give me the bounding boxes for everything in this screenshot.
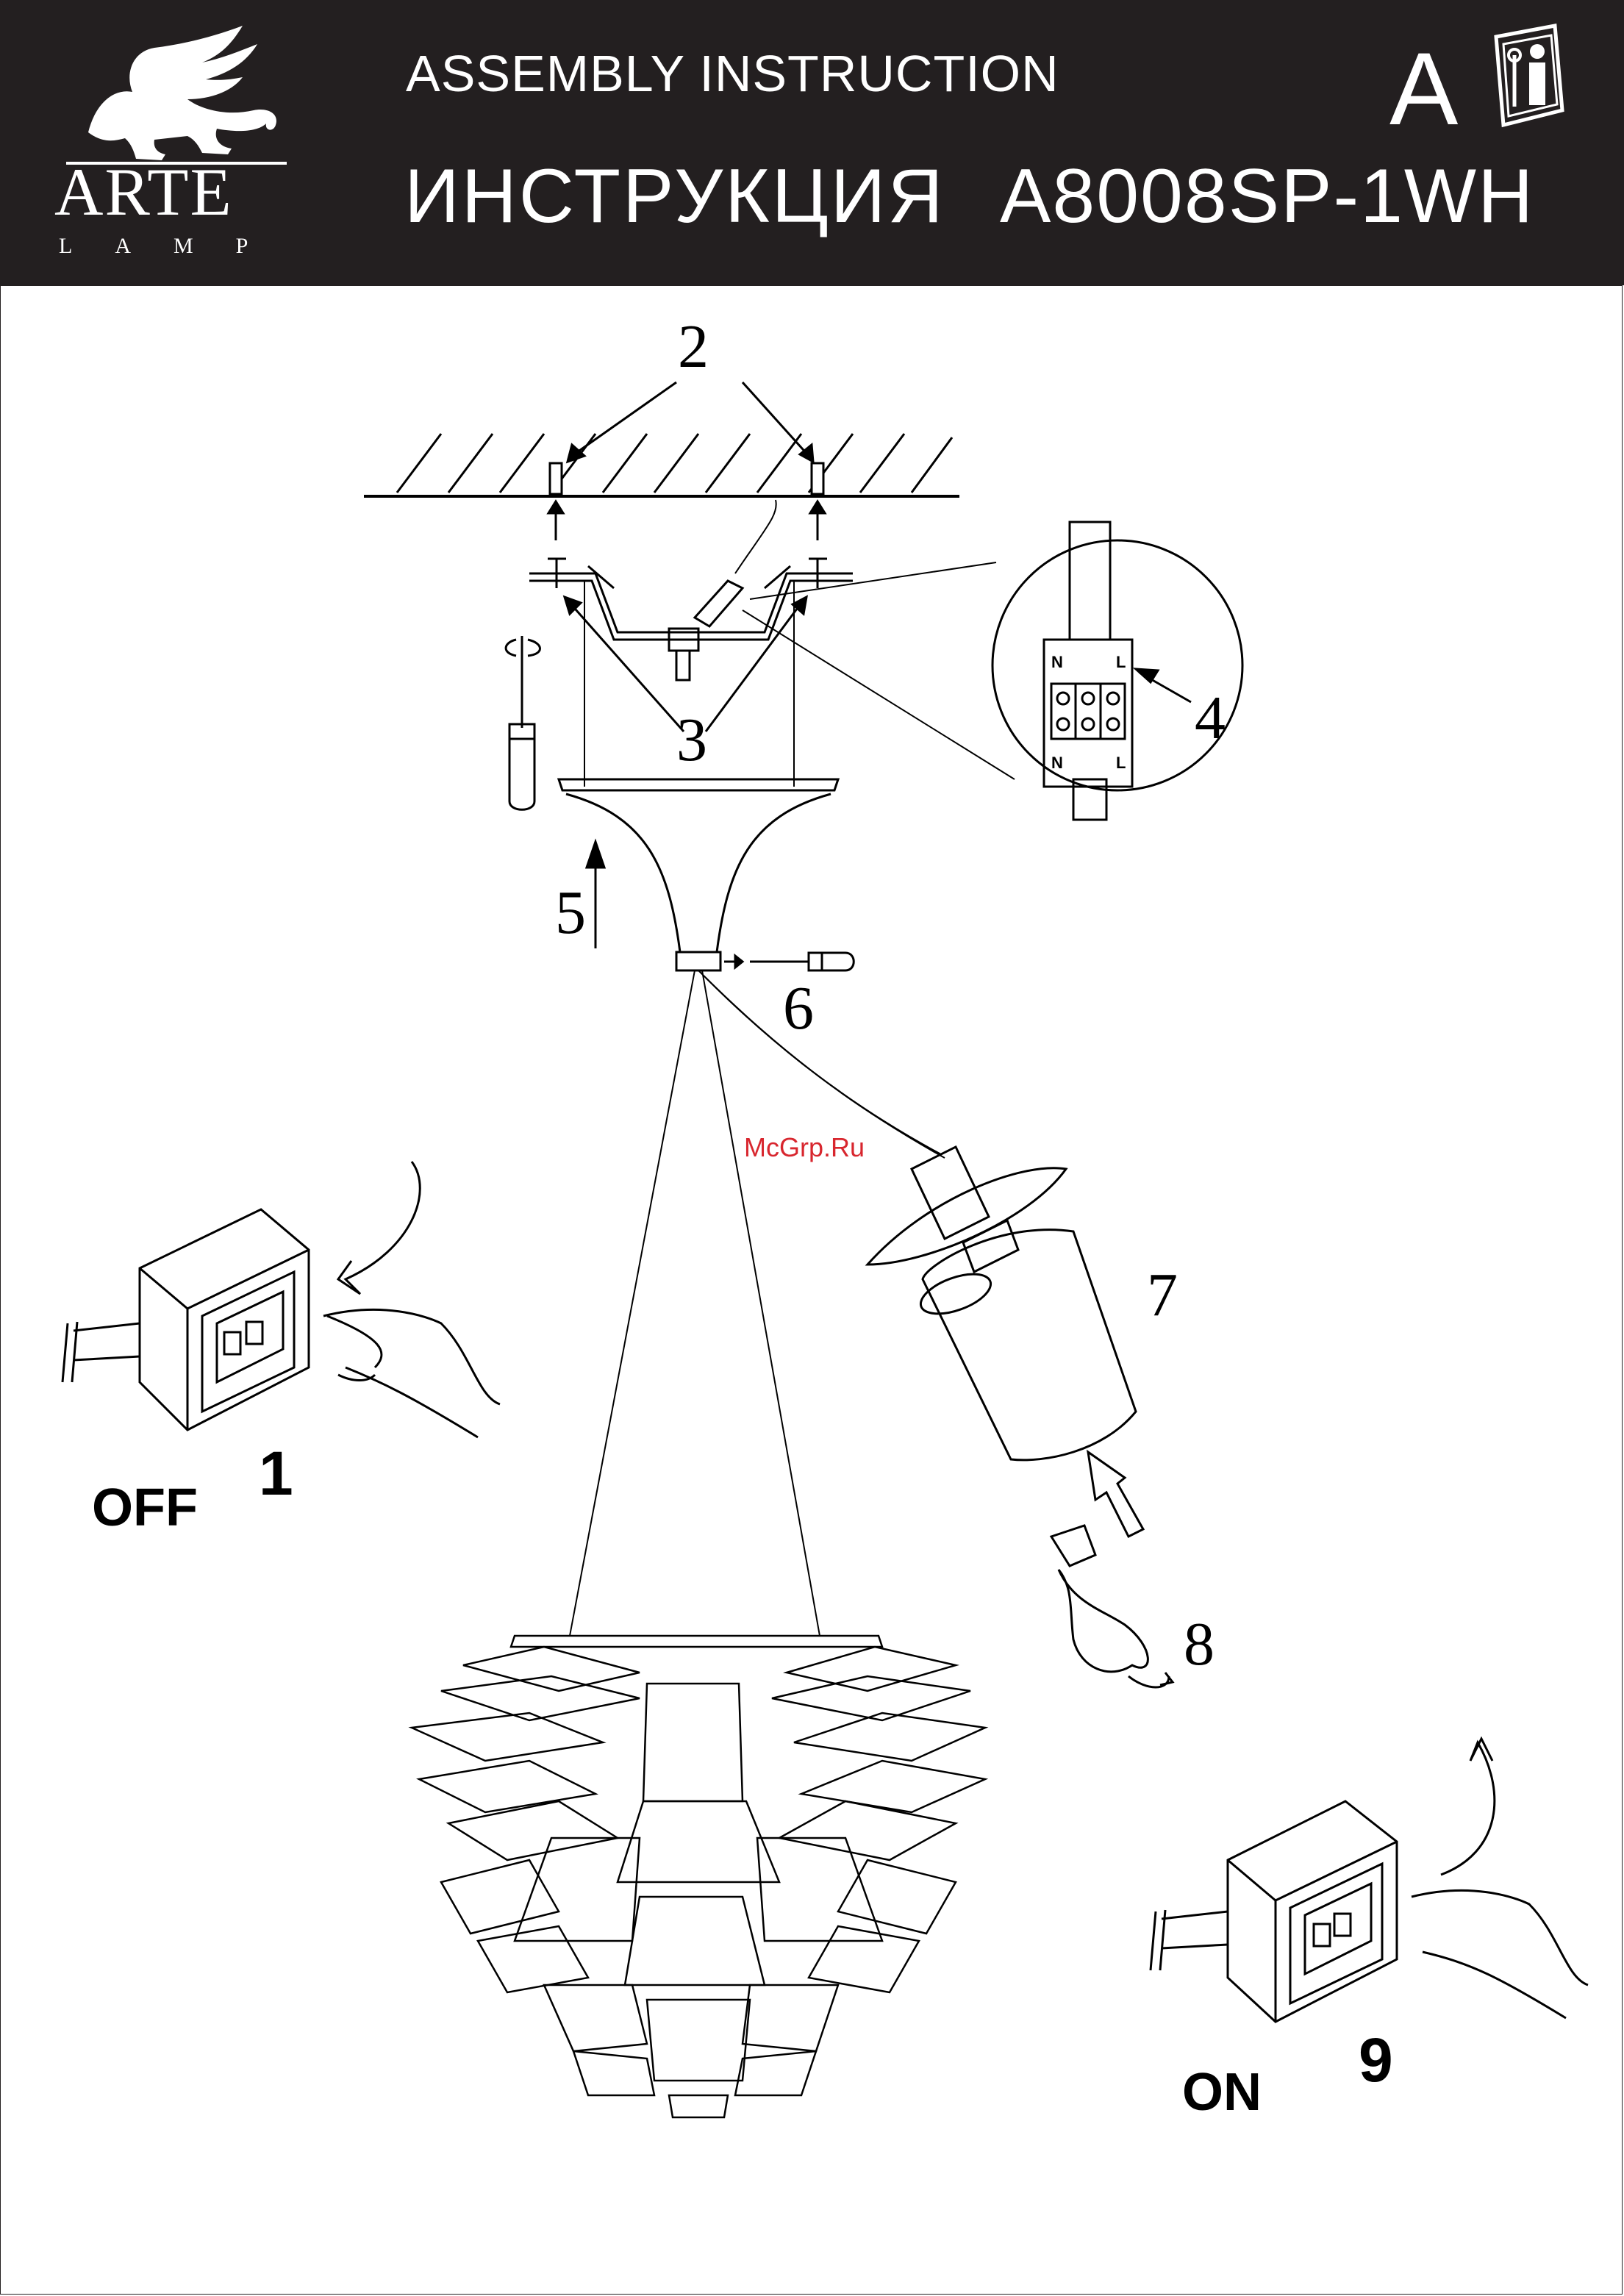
ceiling [364,434,959,496]
mounting-bracket [529,500,853,680]
terminal-n-top: N [1051,653,1063,672]
switch-on-label: ON [1182,2066,1262,2119]
step-1-label: 1 [259,1442,293,1504]
step-4-label: 4 [1195,687,1226,749]
step-8-label: 8 [1184,1614,1215,1675]
step-2-label: 2 [678,316,709,378]
watermark[interactable]: McGrp.Ru [744,1132,865,1163]
screwdriver-icon [506,636,540,809]
switch-off [62,1162,500,1437]
switch-off-label: OFF [92,1481,198,1534]
switch-on [1151,1739,1588,2022]
step-3-label: 3 [676,709,707,771]
terminal-l-top: L [1116,653,1126,672]
step-7-label: 7 [1147,1265,1178,1326]
ceiling-anchors [548,463,825,540]
step-5-label: 5 [555,882,586,944]
step-9-label: 9 [1359,2029,1393,2091]
small-screwdriver-icon [724,953,854,970]
terminal-l-bottom: L [1116,754,1126,773]
step-6-label: 6 [783,978,814,1040]
lamp-socket [868,1147,1136,1460]
canopy [559,779,838,970]
artichoke-shade [412,1636,985,2117]
light-bulb-icon [1051,1526,1173,1687]
terminal-n-bottom: N [1051,754,1063,773]
